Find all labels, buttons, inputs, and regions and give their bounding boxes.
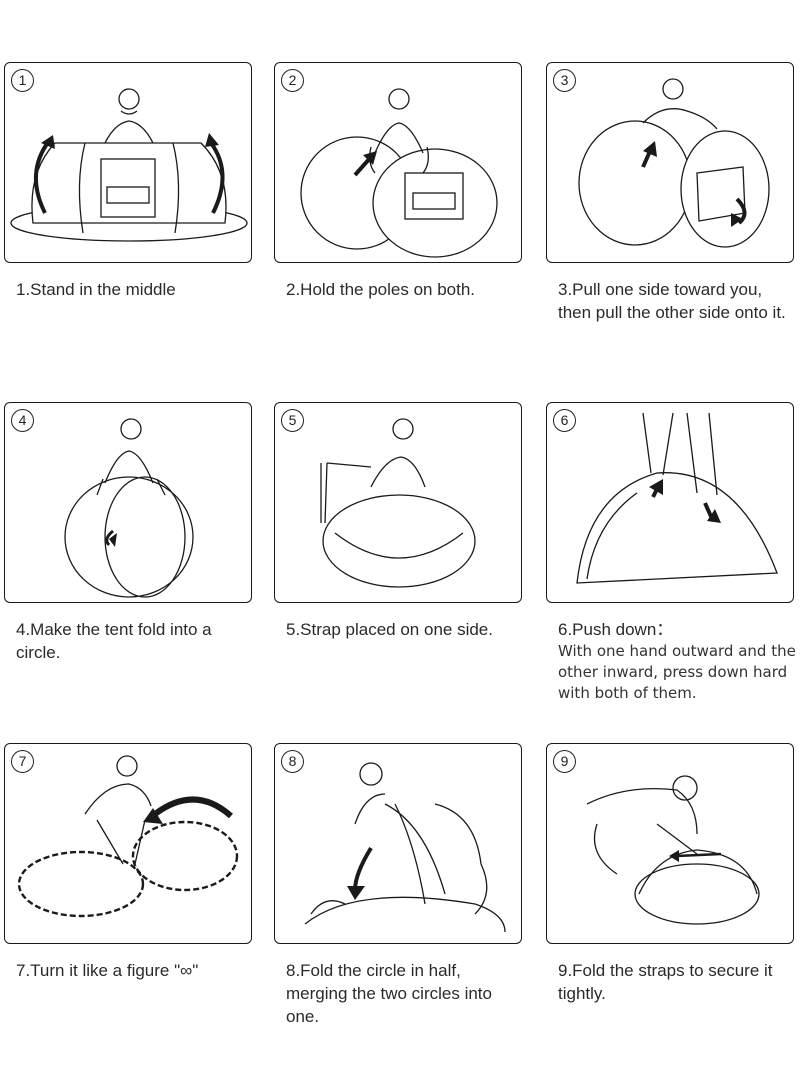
step-2-caption: 2.Hold the poles on both. [286, 280, 476, 299]
step-6-caption-detail: With one hand outward and the other inwa… [558, 642, 796, 702]
fold-circle-illustration [64, 418, 194, 598]
step-number-badge: 1 [11, 69, 34, 92]
step-number-badge: 2 [281, 69, 304, 92]
step-9-illustration: 9 [546, 743, 794, 944]
step-number-badge: 8 [281, 750, 304, 773]
step-4-caption: 4.Make the tent fold into a circle. [16, 620, 212, 662]
step-5-illustration: 5 [274, 402, 522, 603]
figure-eight-twist-illustration [17, 755, 239, 918]
step-8-illustration: 8 [274, 743, 522, 944]
step-6-illustration: 6 [546, 402, 794, 603]
push-down-illustration [576, 412, 778, 584]
step-number-badge: 6 [553, 409, 576, 432]
step-number-badge: 4 [11, 409, 34, 432]
step-8-caption: 8.Fold the circle in half, merging the t… [286, 961, 492, 1026]
step-5-caption: 5.Strap placed on one side. [286, 620, 493, 639]
step-3-illustration: 3 [546, 62, 794, 263]
step-3-caption: 3.Pull one side toward you, then pull th… [558, 280, 786, 322]
step-4-illustration: 4 [4, 402, 252, 603]
hold-poles-illustration [300, 88, 498, 258]
step-1-caption: 1.Stand in the middle [16, 280, 176, 299]
step-number-badge: 7 [11, 750, 34, 773]
step-6-caption: 6.Push down： With one hand outward and t… [558, 618, 798, 704]
step-2-illustration: 2 [274, 62, 522, 263]
pull-sides-illustration [578, 78, 770, 248]
step-6-caption-lead: 6.Push down： [558, 620, 674, 639]
step-7-caption: 7.Turn it like a figure "∞" [16, 961, 199, 980]
strap-secure-illustration [586, 775, 760, 925]
step-9-caption: 9.Fold the straps to secure it tightly. [558, 961, 773, 1003]
step-number-badge: 9 [553, 750, 576, 773]
tent-unfolded-illustration [10, 88, 248, 242]
step-number-badge: 5 [281, 409, 304, 432]
fold-in-half-illustration [304, 762, 506, 933]
strap-side-illustration [320, 418, 476, 588]
step-1-illustration: 1 [4, 62, 252, 263]
step-7-illustration: 7 [4, 743, 252, 944]
step-number-badge: 3 [553, 69, 576, 92]
